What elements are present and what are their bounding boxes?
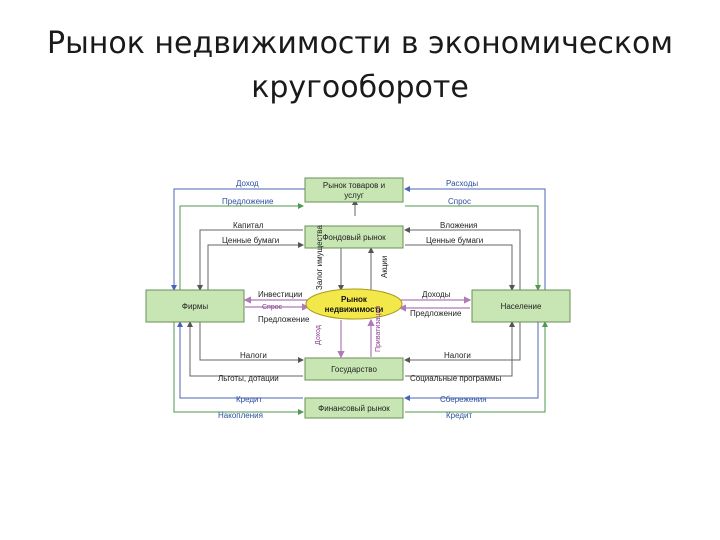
label-income-vert: Доход — [315, 325, 322, 345]
label-credit-left: Кредит — [236, 395, 263, 404]
label-investments-right: Вложения — [440, 221, 477, 230]
government-box — [304, 357, 404, 381]
label-securities-left: Ценные бумаги — [222, 236, 279, 245]
goods-market-label-1: Рынок товаров и — [323, 181, 385, 190]
label-expenses-top: Расходы — [446, 179, 478, 188]
label-capital: Капитал — [233, 221, 264, 230]
firms-box — [145, 289, 245, 323]
label-accumulation: Накопления — [218, 411, 263, 420]
real-estate-label-1: Рынок — [341, 295, 368, 304]
central-flows — [243, 199, 472, 359]
label-demand-left: Спрос — [262, 304, 283, 311]
label-demand-top: Спрос — [448, 197, 471, 206]
label-investments-left: Инвестиции — [258, 290, 302, 299]
households-box — [471, 289, 571, 323]
slide-title: Рынок недвижимости в экономическом круго… — [47, 26, 673, 105]
label-supply-right: Предложение — [410, 309, 462, 318]
label-privatization: Приватизация — [375, 306, 382, 352]
outer-flows — [171, 186, 548, 415]
label-social: Социальные программы — [410, 374, 501, 383]
financial-market-box — [304, 397, 404, 419]
label-benefits: Льготы, дотации — [218, 374, 279, 383]
households-label: Население — [501, 302, 542, 311]
government-label: Государство — [331, 365, 377, 374]
label-taxes-right: Налоги — [444, 351, 471, 360]
stock-market-box — [304, 225, 404, 249]
label-savings-right: Сбережения — [440, 395, 487, 404]
financial-market-label: Финансовый рынок — [318, 404, 390, 413]
real-estate-label-2: недвижимости — [325, 305, 384, 314]
label-income-right: Доходы — [422, 290, 451, 299]
label-shares-land: Залог имущества — [315, 225, 324, 290]
label-securities-right: Ценные бумаги — [426, 236, 483, 245]
firms-label: Фирмы — [182, 302, 209, 311]
goods-market-box — [304, 177, 404, 203]
label-shares: Акции — [380, 256, 389, 278]
label-credit-right: Кредит — [446, 411, 473, 420]
label-supply-top: Предложение — [222, 197, 274, 206]
stock-market-label: Фондовый рынок — [322, 233, 386, 242]
label-supply-left: Предложение — [258, 315, 310, 324]
real-estate-ellipse — [305, 288, 403, 320]
label-income-top: Доход — [236, 179, 259, 188]
goods-market-label-2: услуг — [344, 191, 364, 200]
label-taxes-left: Налоги — [240, 351, 267, 360]
